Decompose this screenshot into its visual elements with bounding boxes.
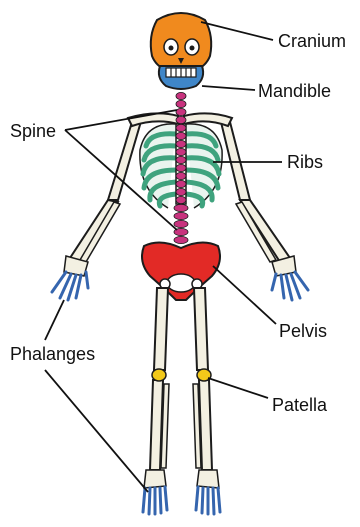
left-foot: [143, 470, 167, 514]
vertebra: [176, 180, 186, 187]
vertebra: [174, 236, 188, 243]
label-patella: Patella: [272, 396, 327, 414]
label-spine: Spine: [10, 122, 56, 140]
vertebra: [176, 100, 186, 107]
right-arm: [220, 118, 290, 262]
right-foot: [196, 470, 220, 514]
left-leg: [150, 288, 169, 470]
vertebra: [176, 156, 186, 163]
right-femur: [194, 288, 208, 370]
phalanges-leader-2: [45, 370, 148, 492]
vertebra: [176, 188, 186, 195]
left-hand: [52, 256, 88, 300]
left-femur: [154, 288, 168, 370]
label-mandible: Mandible: [258, 82, 331, 100]
vertebra: [176, 116, 186, 123]
vertebra: [176, 132, 186, 139]
label-ribs: Ribs: [287, 153, 323, 171]
label-cranium: Cranium: [278, 32, 346, 50]
label-pelvis: Pelvis: [279, 322, 327, 340]
vertebra: [174, 220, 188, 227]
left-humerus: [108, 118, 142, 200]
vertebra: [176, 140, 186, 147]
vertebra: [176, 92, 186, 99]
right-hand: [272, 256, 308, 300]
vertebra: [176, 172, 186, 179]
patella-leader: [208, 378, 268, 398]
label-phalanges: Phalanges: [10, 345, 95, 363]
pelvis-leader: [213, 266, 276, 324]
vertebra: [176, 148, 186, 155]
phalanges-leader-1: [45, 300, 64, 340]
vertebra: [174, 204, 188, 211]
left-patella: [152, 369, 166, 381]
vertebra: [176, 124, 186, 131]
right-humerus: [220, 118, 250, 200]
vertebra: [176, 108, 186, 115]
mandible-leader: [202, 86, 255, 90]
vertebra: [174, 212, 188, 219]
pelvis: [142, 242, 220, 300]
vertebra: [176, 164, 186, 171]
vertebra: [176, 196, 186, 203]
skull: [151, 13, 211, 89]
